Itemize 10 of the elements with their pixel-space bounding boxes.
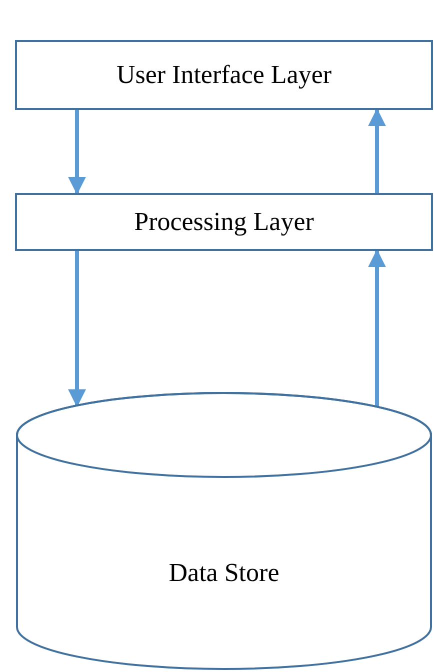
layer-box [15,40,433,110]
layer-label: User Interface Layer [116,60,332,90]
arrow [68,110,86,195]
arrow [368,249,386,407]
layer-box [15,193,433,251]
layer-label: Data Store [168,558,280,588]
layer-label: Processing Layer [134,207,314,237]
arrow [368,108,386,193]
database-cylinder [16,392,432,670]
arrow [68,251,86,408]
